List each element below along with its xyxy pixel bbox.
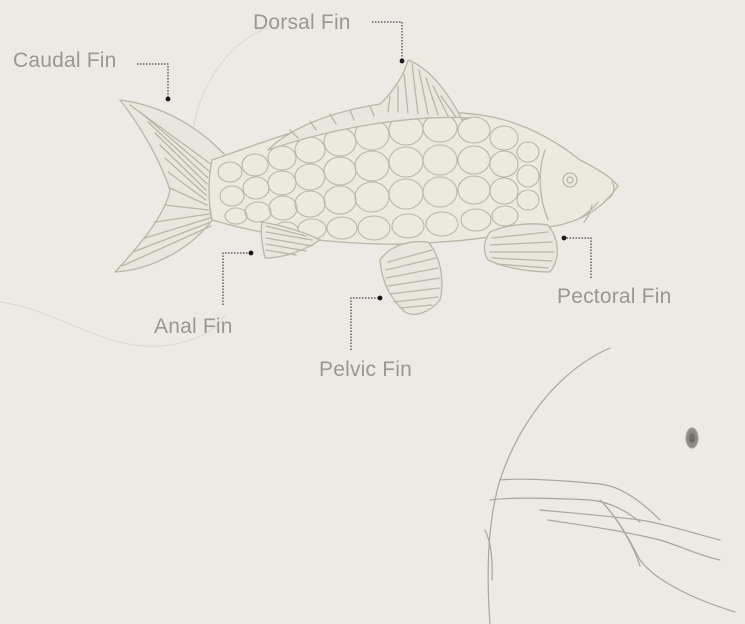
- leader-dorsal: [372, 22, 402, 60]
- leader-pelvic: [351, 298, 379, 350]
- pectoral-fin-label: Pectoral Fin: [557, 285, 671, 309]
- dorsal-fin-label: Dorsal Fin: [253, 11, 351, 35]
- dot-pectoral: [562, 236, 567, 241]
- dot-anal: [249, 251, 254, 256]
- pelvic-fin-drawing: [380, 242, 442, 315]
- leader-pectoral: [565, 238, 591, 278]
- dot-dorsal: [400, 59, 405, 64]
- leader-caudal: [137, 64, 168, 98]
- dot-pelvic: [378, 296, 383, 301]
- fish-head-closeup-illustration: [485, 348, 735, 624]
- dot-caudal: [166, 97, 171, 102]
- leader-anal: [223, 253, 250, 305]
- koi-fish-illustration: [115, 60, 618, 314]
- pelvic-fin-label: Pelvic Fin: [319, 358, 412, 382]
- pectoral-fin-drawing: [484, 224, 557, 272]
- anal-fin-label: Anal Fin: [154, 315, 233, 339]
- caudal-fin-label: Caudal Fin: [13, 49, 117, 73]
